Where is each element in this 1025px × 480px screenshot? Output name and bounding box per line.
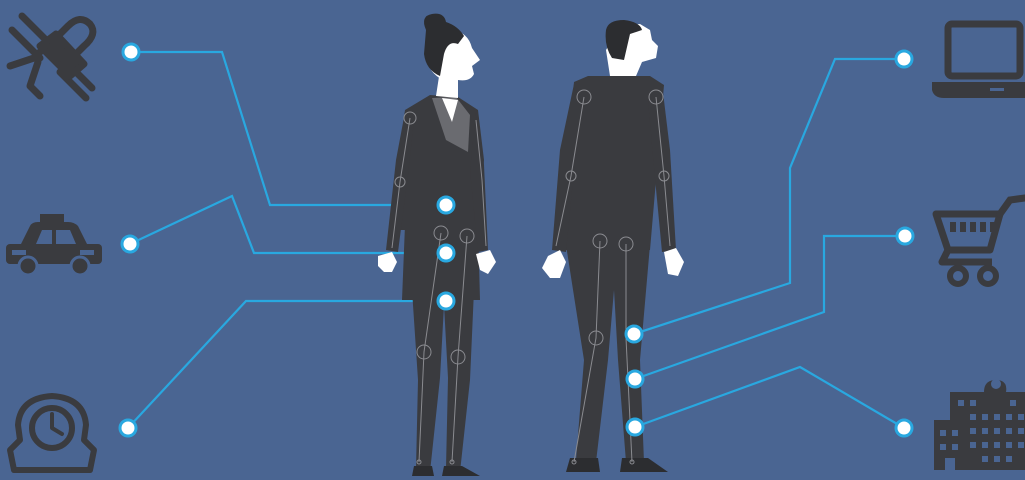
dot-cart xyxy=(897,228,913,244)
dot-man-shin xyxy=(627,371,643,387)
dot-building xyxy=(896,420,912,436)
dot-man-knee xyxy=(626,326,642,342)
dot-woman-thigh xyxy=(438,245,454,261)
dot-airplane xyxy=(123,44,139,60)
dot-taxi xyxy=(122,236,138,252)
dot-woman-hip xyxy=(438,197,454,213)
dot-man-ankle xyxy=(627,419,643,435)
dot-clock xyxy=(120,420,136,436)
dot-laptop xyxy=(896,51,912,67)
dot-woman-knee xyxy=(438,293,454,309)
